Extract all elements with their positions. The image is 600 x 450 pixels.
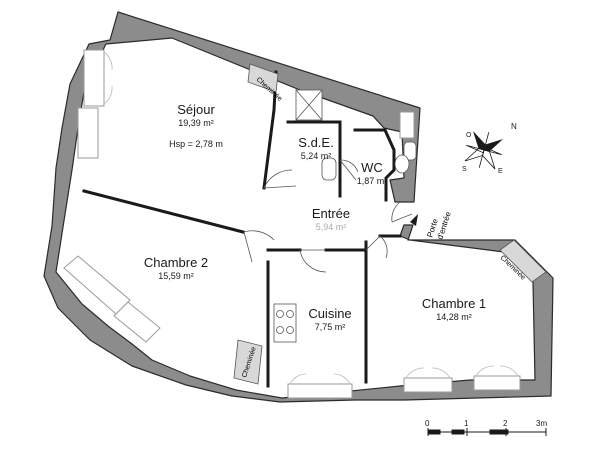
room-name: S.d.E. [298,135,334,150]
window-swing [499,365,519,377]
window-swing [103,85,113,105]
room-area: 5,94 m² [315,221,347,232]
window-sde [399,111,415,139]
room-wc: WC 1,87 m² [352,160,392,186]
window-swing [475,365,495,377]
washbasin [321,157,337,181]
fireplace-sejour [247,63,279,93]
compass-e: E [498,168,503,175]
scale-segment [489,429,509,435]
window-swing [333,373,351,385]
cooktop [273,303,297,343]
burner [286,326,294,334]
doors [243,159,413,273]
window-swing [431,367,451,379]
door-sejour [263,169,297,189]
room-area: 7,75 m² [314,321,346,332]
scale-label-2: 2 [503,419,508,428]
door-entree [391,201,413,223]
room-name: Entrée [311,206,351,221]
fixtures [273,89,417,343]
compass-o: O [466,132,472,139]
wall-sejour-chambre2 [82,189,245,234]
compass-needle [484,139,504,152]
room-sde: S.d.E. 5,24 m² [294,135,338,161]
fireplace-chambre2 [233,339,263,385]
entry-arrow-icon [410,214,418,226]
shower-diagonal [295,89,323,121]
window-chambre2-2 [113,301,161,343]
wall-wc [353,128,396,202]
window-chambre2-1 [63,255,131,315]
room-area: 19,39 m² [178,117,214,128]
scale-segment [427,429,441,435]
compass-needle [473,130,486,150]
windows [63,49,521,399]
compass-rose-icon [464,130,504,170]
hand-basin [403,141,417,161]
room-name: Chambre 1 [421,296,487,311]
room-height: Hsp = 2,78 m [169,139,223,149]
window-swing [103,51,113,71]
room-chambre1: Chambre 1 14,28 m² [416,296,492,322]
wall-sde [286,120,342,198]
toilet [394,154,410,174]
room-area: 14,28 m² [436,311,472,322]
room-sejour: Séjour 19,39 m² [166,102,226,128]
room-area: 5,24 m² [300,150,332,161]
window-sejour-1 [83,49,105,107]
door-wc [339,159,359,181]
room-entree: Entrée 5,94 m² [306,206,356,232]
burner [276,326,284,334]
window-cuisine [287,383,353,399]
window-swing [289,373,307,385]
room-name: Séjour [177,102,215,117]
compass-n: N [511,122,517,131]
interior-walls [82,70,402,388]
scale-label-1: 1 [464,419,469,428]
window-sejour-2 [77,107,99,159]
scale-segment [451,429,465,435]
window-swing [405,367,425,379]
room-name: Cuisine [308,306,352,321]
fireplace-chambre1 [499,239,547,283]
compass-needle [466,144,502,156]
fireplaces [233,63,547,385]
room-area: 15,59 m² [158,270,194,281]
compass-s: S [462,166,467,173]
window-chambre1-2 [473,375,521,391]
outer-wall-mass [43,11,554,403]
room-area: 1,87 m² [356,175,388,186]
burner [286,310,294,318]
room-chambre2: Chambre 2 15,59 m² [138,255,214,281]
scale-label-3: 3m [536,419,548,428]
burner [276,310,284,318]
room-name: Chambre 2 [143,255,209,270]
room-name: WC [361,160,383,175]
exterior-walls [43,11,554,403]
scale-label-0: 0 [425,419,430,428]
scale-bar [427,428,547,436]
door-cuisine [299,249,327,273]
door-chambre2 [243,230,275,263]
window-chambre1-1 [403,377,453,393]
door-chambre1 [365,235,388,259]
room-cuisine: Cuisine 7,75 m² [302,306,358,332]
window-swings [103,51,519,385]
